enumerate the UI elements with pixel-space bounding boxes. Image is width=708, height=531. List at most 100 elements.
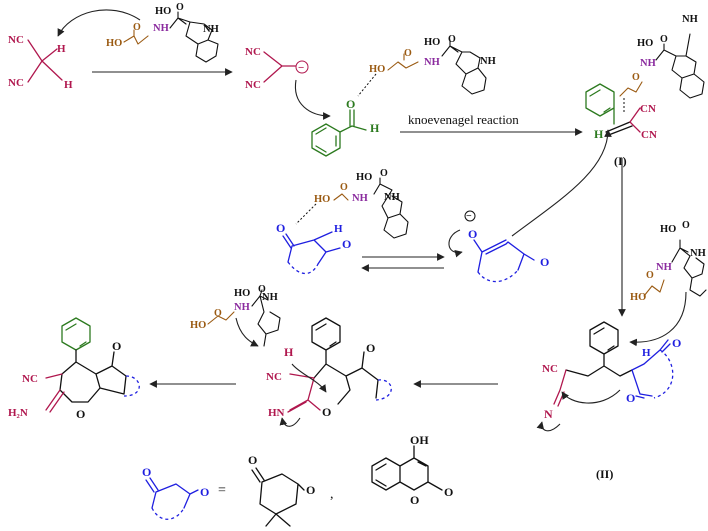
catalyst-5: HO O NH NH HO O [630,220,707,303]
diketone-definition: O O [142,465,209,520]
svg-text:O: O [632,72,640,83]
cyclized-intermediate: O O H NC HN [266,317,392,419]
svg-text:O: O [682,220,690,231]
svg-text:O: O [276,221,285,235]
svg-text:O: O [410,493,419,507]
svg-text:H: H [334,223,343,235]
svg-text:O: O [672,336,681,350]
curved-arrow-catalyst-6 [235,317,259,347]
benzaldehyde: O H [311,97,380,157]
svg-text:HO: HO [630,292,646,303]
svg-text:CN: CN [641,129,657,141]
svg-text:HO: HO [424,37,440,48]
malononitrile-anion: NC NC − [245,46,309,91]
svg-text:O: O [112,339,121,353]
hbond-1 [357,73,377,97]
curved-arrow-cyclize-2 [536,421,561,432]
svg-text:O: O [200,485,209,499]
svg-text:NC: NC [245,46,261,58]
svg-text:HO: HO [660,224,676,235]
svg-text:O: O [176,2,184,13]
comma: , [330,487,334,502]
svg-text:−: − [298,62,304,74]
svg-text:NH: NH [640,58,656,69]
svg-text:HO: HO [190,320,206,331]
knoevenagel-label: knoevenagel reaction [408,112,519,127]
svg-text:O: O [142,465,151,479]
curved-arrow-proton-2 [279,417,301,427]
svg-text:O: O [322,405,331,419]
product-chromene: NC H₂N O O [8,317,140,421]
svg-text:NC: NC [266,371,282,383]
enolate: − O O [464,210,549,283]
svg-text:HN: HN [268,407,285,419]
svg-text:O: O [626,391,635,405]
svg-text:H: H [594,127,604,141]
svg-text:O: O [214,308,222,319]
curved-arrow-1 [57,9,141,37]
svg-text:O: O [346,97,355,111]
svg-text:HO: HO [234,288,250,299]
dimedone: O O [248,453,315,527]
svg-text:−: − [466,211,472,222]
svg-text:HO: HO [637,38,653,49]
svg-text:O: O [380,168,388,179]
svg-text:N: N [544,407,553,421]
curved-arrow-proton-1 [291,363,327,393]
svg-text:O: O [444,485,453,499]
svg-text:O: O [468,227,477,241]
svg-text:O: O [540,255,549,269]
catalyst-1: HO O NH NH HO O [106,2,219,63]
svg-text:NC: NC [22,373,38,385]
svg-text:NH: NH [153,23,169,34]
svg-text:HO: HO [155,6,171,17]
svg-text:H₂N: H₂N [8,407,28,419]
curved-arrow-cyclize-1 [561,389,621,404]
cyclic-diketone: O O H [276,221,351,275]
svg-text:O: O [404,48,412,59]
svg-text:NC: NC [245,79,261,91]
svg-text:O: O [342,237,351,251]
label-intermediate-2: (II) [596,467,613,481]
catalyst-3: HO O NH NH O [619,14,705,99]
svg-text:HO: HO [314,194,330,205]
svg-text:O: O [340,182,348,193]
svg-text:O: O [366,341,375,355]
catalyst-4: HO O NH HO O NH [314,168,409,239]
4-hydroxycoumarin: OH O O [371,433,453,507]
svg-text:H: H [370,121,380,135]
svg-text:CN: CN [640,103,656,115]
h-bottom: H [64,79,73,91]
nc-bottom: NC [8,77,24,89]
svg-text:NC: NC [542,363,558,375]
svg-text:NH: NH [262,292,278,303]
nc-top: NC [8,34,24,46]
hbond-2 [295,203,317,225]
curved-arrow-catalyst-5 [629,291,687,347]
svg-text:H: H [284,345,294,359]
svg-text:O: O [448,34,456,45]
svg-text:HO: HO [369,64,385,75]
equals-sign: = [218,483,226,498]
catalyst-6: HO O NH NH HO O [190,284,281,347]
svg-text:NH: NH [352,193,368,204]
svg-text:NH: NH [480,56,496,67]
h-top: H [57,43,66,55]
label-intermediate-1: (I) [614,154,627,168]
benzylidene-malononitrile: H CN CN [585,83,657,141]
svg-text:NH: NH [424,57,440,68]
svg-text:O: O [660,34,668,45]
curved-arrow-attack [511,129,612,237]
svg-text:O: O [76,407,85,421]
svg-text:O: O [248,453,257,467]
svg-text:O: O [646,270,654,281]
svg-text:O: O [306,483,315,497]
svg-text:NH: NH [384,192,400,203]
svg-text:NH: NH [682,14,698,25]
svg-text:HO: HO [356,172,372,183]
svg-text:NH: NH [656,262,672,273]
svg-text:OH: OH [410,433,429,447]
svg-text:NH: NH [690,248,706,259]
svg-text:O: O [133,22,141,33]
